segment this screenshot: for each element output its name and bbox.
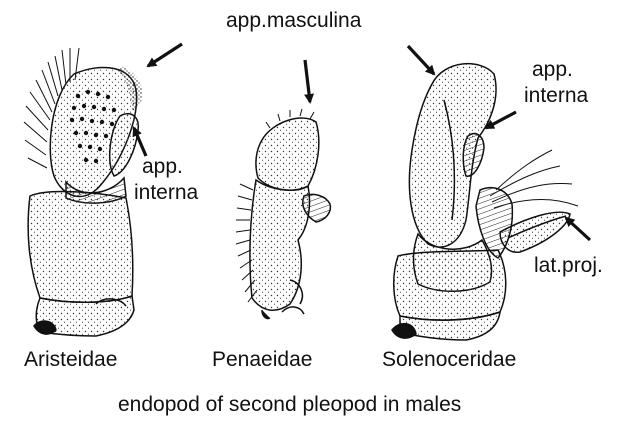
solenoceridae-app-interna (463, 134, 484, 177)
label-family-solenoceridae: Solenoceridae (382, 348, 516, 372)
label-app-interna-left-line2: interna (134, 181, 198, 205)
arrow-app-masculina-solenoceridae (408, 46, 434, 74)
arrow-app-masculina-aristeidae (148, 44, 182, 66)
aristeidae-pleopod (24, 48, 142, 336)
label-app-interna-right-line2: interna (524, 84, 588, 108)
penaeidae-app-masculina (256, 118, 319, 190)
label-family-penaeidae: Penaeidae (212, 348, 312, 372)
label-lat-proj: lat.proj. (534, 254, 603, 278)
solenoceridae-basal-segment (394, 250, 506, 320)
label-app-masculina: app.masculina (226, 9, 361, 33)
arrow-lat-proj (566, 218, 590, 240)
aristeidae-basal-segment (28, 192, 133, 303)
label-family-aristeidae: Aristeidae (24, 348, 117, 372)
penaeidae-pleopod (236, 109, 330, 319)
penaeidae-main-segment (250, 180, 310, 310)
label-app-interna-right-line1: app. (532, 58, 573, 82)
label-app-interna-left-line1: app. (142, 155, 183, 179)
pointer-arrows (134, 44, 590, 240)
arrow-app-masculina-penaeidae (305, 60, 310, 102)
figure-caption: endopod of second pleopod in males (118, 393, 461, 417)
